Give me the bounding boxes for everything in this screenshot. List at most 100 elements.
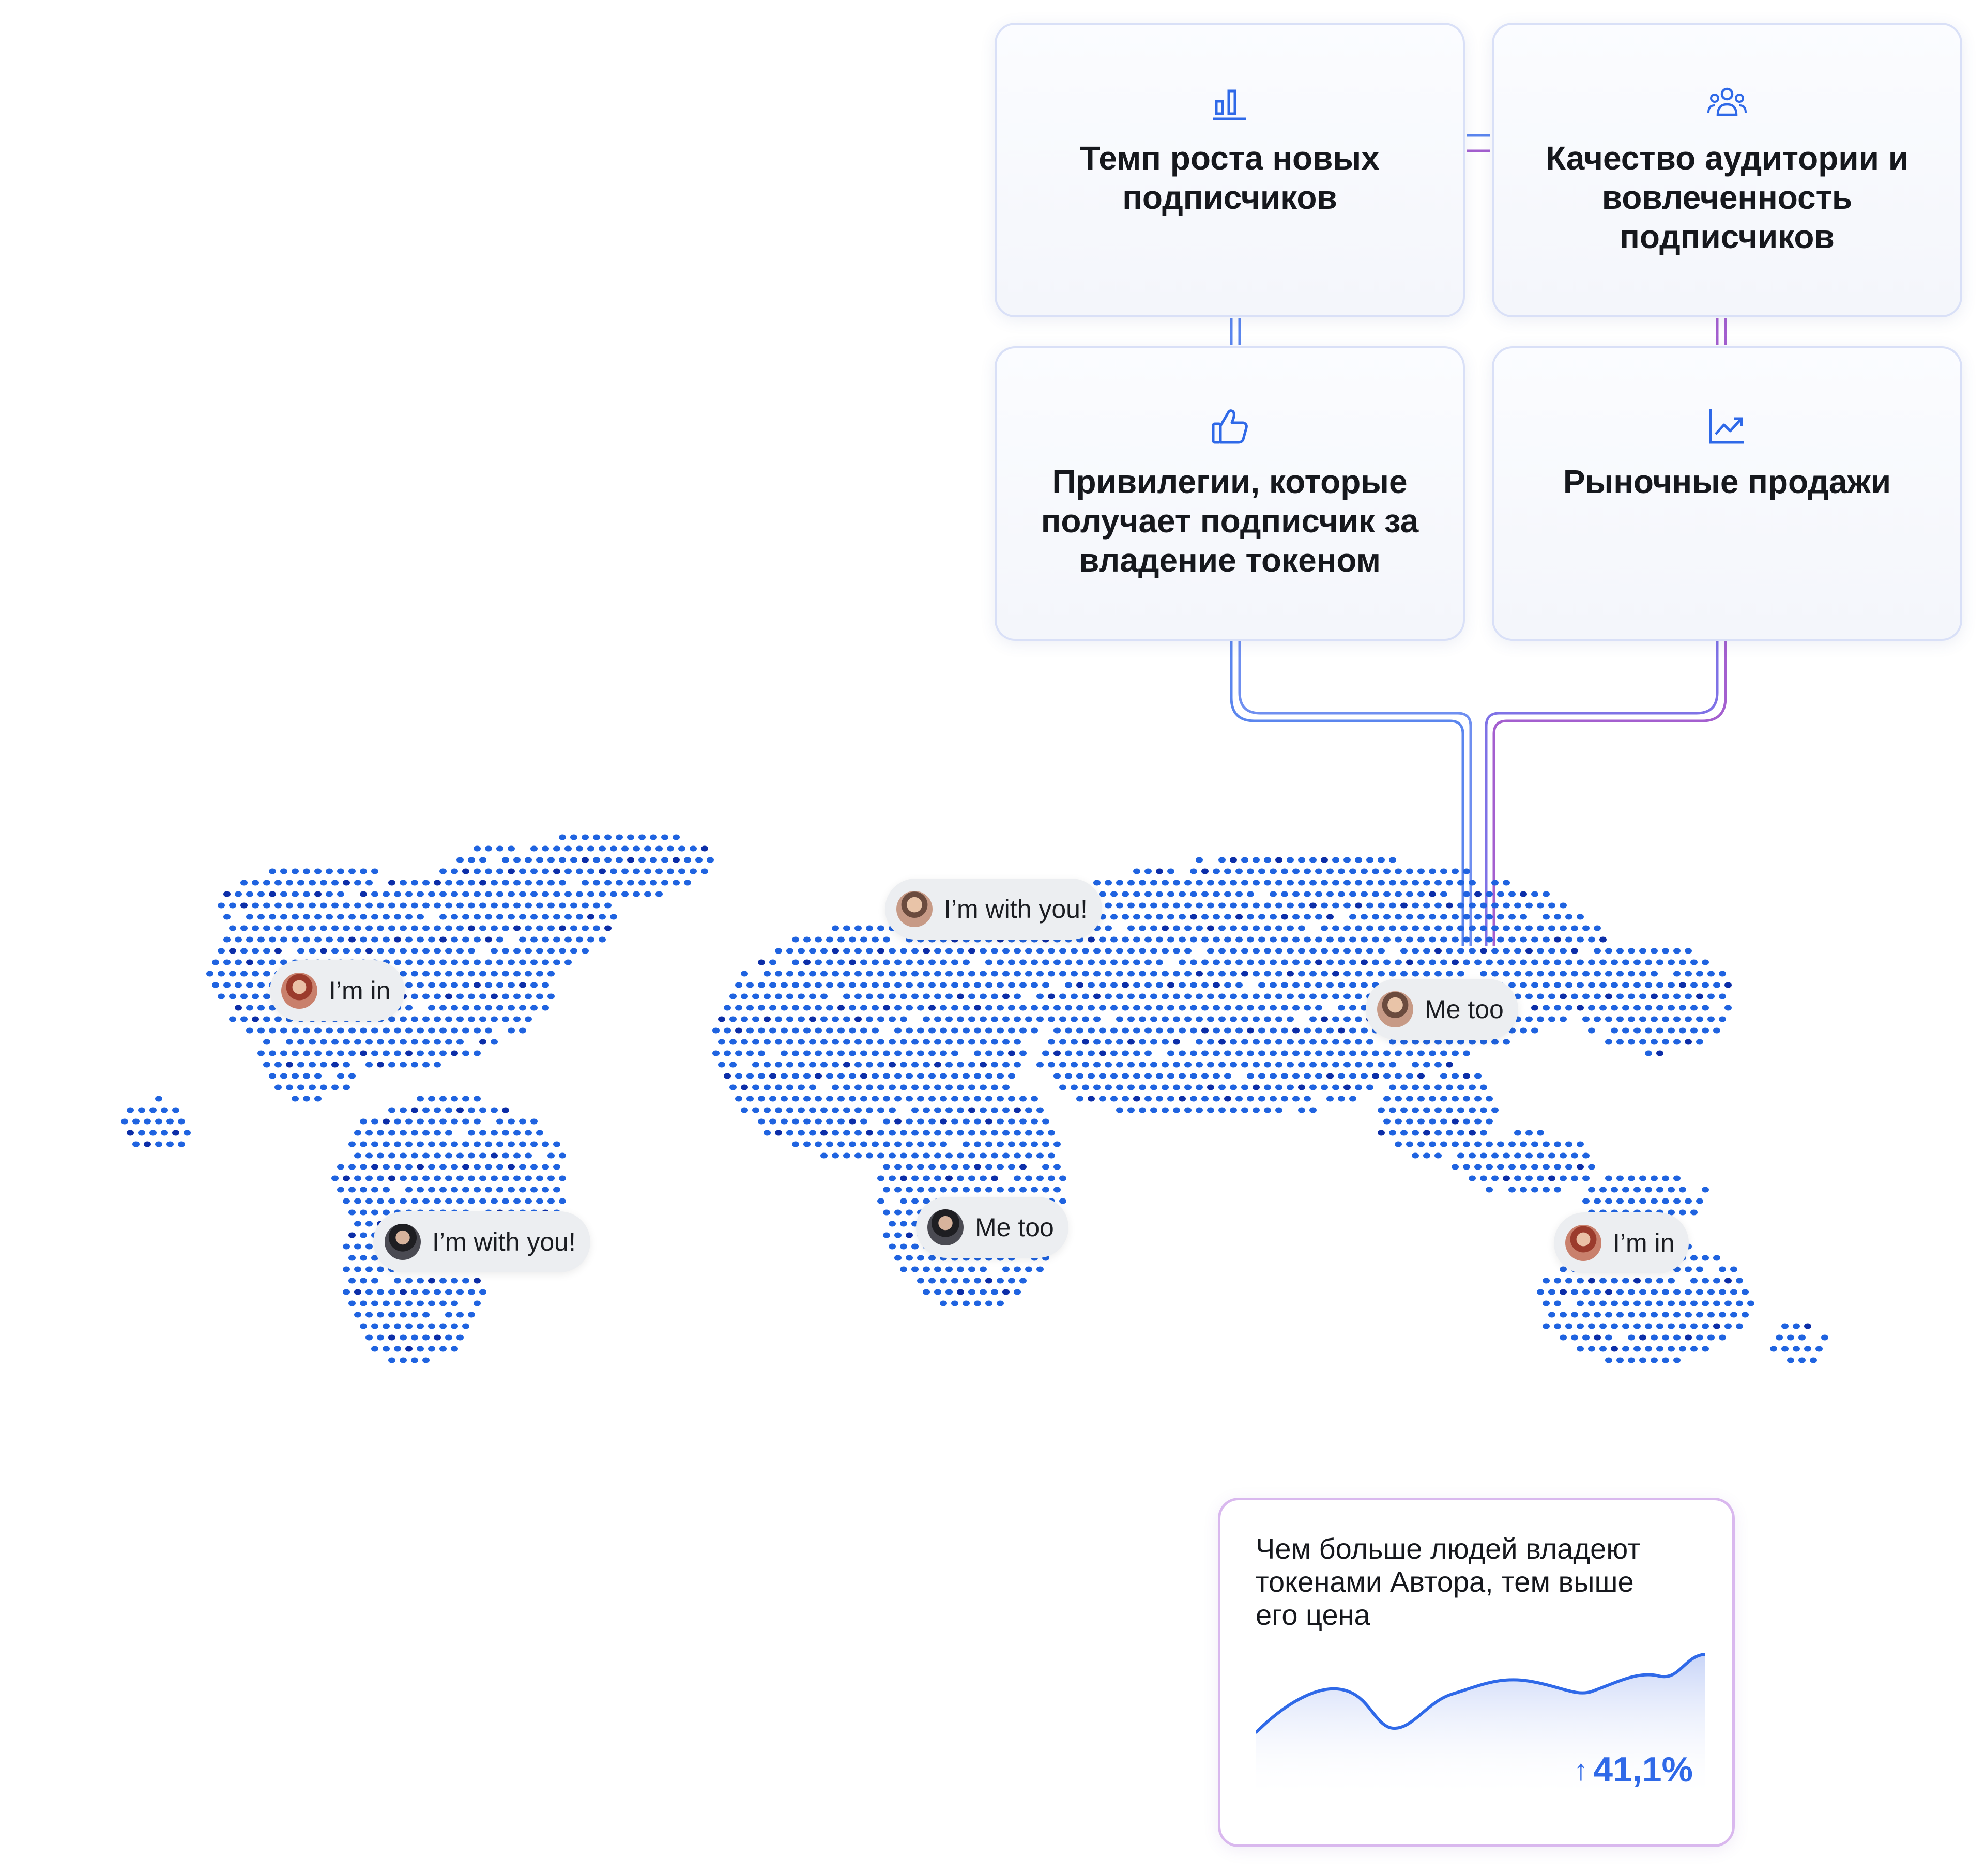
map-dot <box>1099 1073 1106 1079</box>
map-dot <box>820 1016 828 1022</box>
map-dot <box>326 914 333 920</box>
map-dot <box>138 1130 145 1136</box>
map-dot <box>297 902 304 909</box>
map-dot <box>968 1039 975 1045</box>
map-dot <box>1480 1175 1487 1181</box>
map-dot <box>1434 902 1442 909</box>
map-dot <box>445 993 452 999</box>
map-dot <box>354 948 361 954</box>
map-dot <box>1332 948 1339 954</box>
map-dot <box>974 1187 981 1193</box>
map-dot <box>764 993 771 999</box>
map-dot <box>1321 857 1328 863</box>
map-dot <box>1628 1198 1635 1204</box>
map-dot <box>843 971 850 977</box>
map-dot <box>610 891 617 897</box>
users-icon <box>1707 87 1747 116</box>
map-dot <box>1565 1278 1572 1284</box>
map-dot <box>1309 902 1317 909</box>
map-dot <box>337 1187 344 1193</box>
map-dot <box>582 948 589 954</box>
map-dot <box>309 1039 316 1045</box>
map-dot <box>1025 1130 1032 1136</box>
map-dot <box>411 1152 418 1159</box>
map-dot <box>491 1039 498 1045</box>
map-dot <box>1503 880 1510 886</box>
map-dot <box>508 959 515 965</box>
map-dot <box>292 1096 299 1102</box>
map-dot <box>1378 1107 1385 1113</box>
map-dot <box>1560 1016 1567 1022</box>
map-dot <box>530 868 538 874</box>
map-dot <box>1520 982 1527 988</box>
map-dot <box>1560 1334 1567 1341</box>
map-dot <box>1230 1107 1237 1113</box>
map-dot <box>1275 857 1282 863</box>
map-dot <box>1611 1346 1618 1352</box>
map-dot <box>428 1187 435 1193</box>
map-dot <box>872 1005 879 1011</box>
map-dot <box>377 1062 384 1068</box>
map-dot <box>269 1027 276 1034</box>
map-dot <box>383 1323 390 1329</box>
map-dot <box>1577 959 1584 965</box>
map-dot <box>860 1073 867 1079</box>
map-dot <box>934 1062 941 1068</box>
map-dot <box>1696 1016 1703 1022</box>
map-dot <box>570 834 577 840</box>
map-dot <box>758 959 765 965</box>
map-dot <box>832 948 839 954</box>
map-dot <box>496 891 503 897</box>
map-dot <box>1668 1005 1675 1011</box>
map-dot <box>553 868 560 874</box>
map-dot <box>485 914 492 920</box>
map-dot <box>542 1005 549 1011</box>
map-dot <box>491 1107 498 1113</box>
map-dot <box>1076 1096 1083 1102</box>
map-dot <box>468 880 475 886</box>
map-dot <box>1730 1289 1737 1295</box>
map-dot <box>1679 1323 1686 1329</box>
map-dot <box>405 1346 413 1352</box>
map-dot <box>854 1039 862 1045</box>
map-dot <box>1326 1073 1334 1079</box>
map-dot <box>388 902 395 909</box>
map-dot <box>866 971 873 977</box>
map-dot <box>172 1130 179 1136</box>
map-dot <box>1622 959 1629 965</box>
map-dot <box>1440 1141 1447 1147</box>
map-dot <box>1633 1300 1641 1306</box>
map-dot <box>1514 1175 1521 1181</box>
map-dot <box>1520 891 1527 897</box>
map-dot <box>963 982 970 988</box>
map-dot <box>348 1232 356 1238</box>
map-dot <box>400 1039 407 1045</box>
map-dot <box>1042 1187 1049 1193</box>
map-dot <box>570 857 577 863</box>
map-dot <box>1577 1164 1584 1170</box>
map-dot <box>1651 971 1658 977</box>
map-dot <box>468 857 475 863</box>
map-dot <box>1628 1289 1635 1295</box>
map-dot <box>1423 1130 1430 1136</box>
map-dot <box>1241 1062 1248 1068</box>
map-dot <box>1611 959 1618 965</box>
map-dot <box>1207 1016 1214 1022</box>
map-dot <box>502 1130 509 1136</box>
map-dot <box>968 1016 975 1022</box>
map-dot <box>1736 1300 1743 1306</box>
map-dot <box>1599 1187 1607 1193</box>
map-dot <box>417 1141 424 1147</box>
map-dot <box>1292 868 1300 874</box>
map-dot <box>587 891 594 897</box>
map-dot <box>411 1198 418 1204</box>
map-dot <box>530 982 538 988</box>
map-dot <box>235 936 242 943</box>
map-dot <box>542 1187 549 1193</box>
map-dot <box>485 1164 492 1170</box>
map-dot <box>1503 1152 1510 1159</box>
map-dot <box>559 857 566 863</box>
map-dot <box>360 1141 367 1147</box>
map-dot <box>1014 1175 1021 1181</box>
map-dot <box>519 1118 526 1125</box>
